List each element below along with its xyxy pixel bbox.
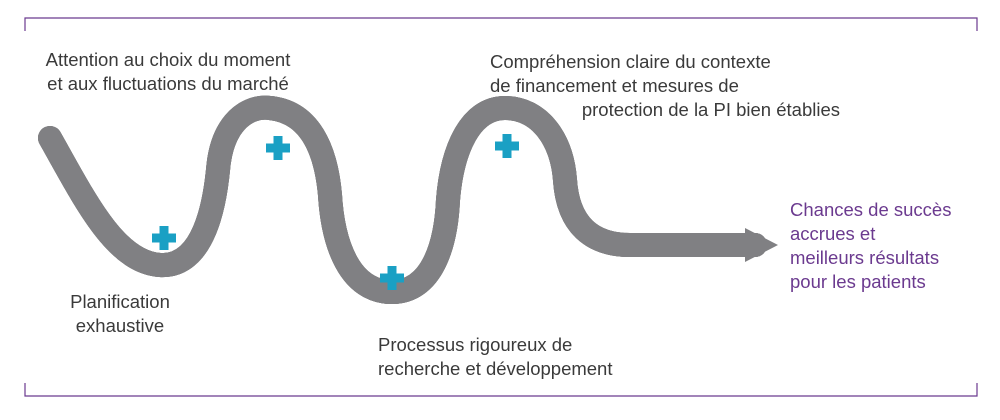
- label-funding-line-1: Compréhension claire du contexte: [490, 51, 771, 72]
- label-funding-line-3: protection de la PI bien établies: [581, 99, 840, 120]
- label-timing-line-2: et aux fluctuations du marché: [47, 73, 289, 94]
- label-outcome-line-3: meilleurs résultats: [790, 247, 940, 268]
- label-rnd: Processus rigoureux de recherche et déve…: [378, 333, 612, 381]
- label-outcome-line-1: Chances de succès: [790, 199, 952, 220]
- plus-icon: [152, 226, 176, 250]
- frame-bottom: [24, 383, 978, 397]
- label-funding-line-2: de financement et mesures de: [490, 75, 739, 96]
- label-outcome: Chances de succès accrues et meilleurs r…: [790, 198, 951, 294]
- label-funding: Compréhension claire du contexte de fina…: [490, 50, 840, 122]
- arrow-head-icon: [745, 228, 778, 262]
- label-rnd-line-2: recherche et développement: [378, 358, 613, 379]
- frame-top: [24, 17, 978, 31]
- label-planning-line-2: exhaustive: [75, 315, 165, 336]
- plus-icon: [266, 136, 290, 160]
- label-timing-line-1: Attention au choix du moment: [45, 49, 291, 70]
- label-outcome-line-4: pour les patients: [790, 271, 926, 292]
- label-rnd-line-1: Processus rigoureux de: [378, 334, 573, 355]
- label-planning: Planification exhaustive: [50, 290, 190, 338]
- label-outcome-line-2: accrues et: [790, 223, 876, 244]
- plus-icon: [380, 266, 404, 290]
- plus-icon: [495, 134, 519, 158]
- road-center-dash: [50, 108, 755, 292]
- label-planning-line-1: Planification: [70, 291, 170, 312]
- label-timing: Attention au choix du moment et aux fluc…: [18, 48, 318, 96]
- frame-brackets: [24, 17, 978, 397]
